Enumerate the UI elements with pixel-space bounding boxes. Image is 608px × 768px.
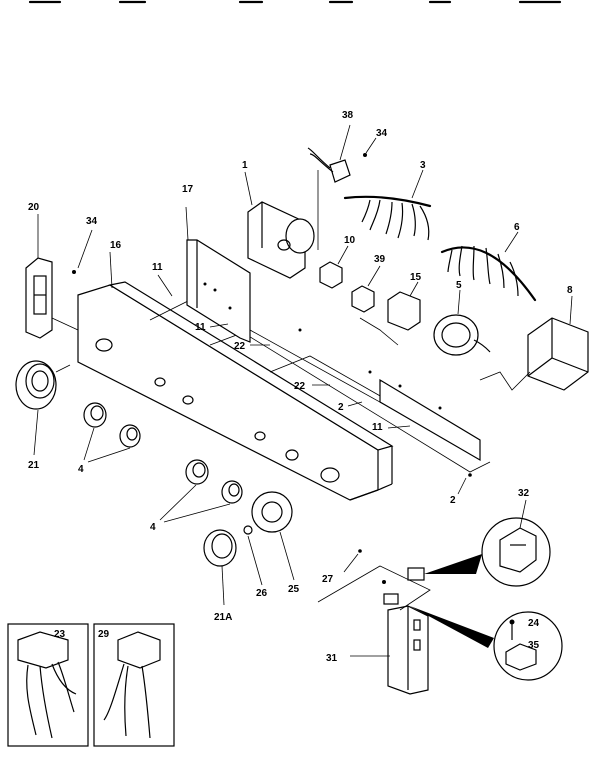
callout-17: 17: [182, 184, 194, 195]
callout-39: 39: [374, 254, 386, 265]
callout-4-lower: 4: [150, 522, 156, 533]
callout-2-right: 2: [450, 495, 456, 506]
callout-labels: 1 2 2 3 4 4 5 6 8 10 11 11 11 15 16 17 2…: [28, 110, 573, 664]
callout-6: 6: [514, 222, 520, 233]
bracket-31: [317, 554, 527, 695]
dial-25: [251, 491, 295, 581]
callout-11-right: 11: [372, 422, 383, 433]
callout-22-left: 22: [234, 341, 246, 352]
callout-34-top: 34: [376, 128, 388, 139]
callout-1: 1: [242, 160, 248, 171]
knobs-4-upper: [83, 402, 141, 463]
callout-31: 31: [326, 653, 338, 664]
detail-circle-32: [481, 499, 551, 587]
callout-34-left: 34: [86, 216, 98, 227]
switch-15: [359, 281, 421, 346]
detail-circle-35: [493, 611, 563, 681]
timer-motor: [247, 170, 319, 279]
knob-21A: [203, 525, 263, 606]
inset-box-23: [7, 623, 89, 747]
wiring-harness-6: [440, 231, 537, 302]
rear-bracket: [186, 239, 481, 462]
callout-21: 21: [28, 460, 40, 471]
knob-21: [15, 360, 71, 456]
callout-38: 38: [342, 110, 354, 121]
callout-27: 27: [322, 574, 334, 585]
callout-24: 24: [528, 618, 540, 629]
callout-2-mid: 2: [338, 402, 344, 413]
pressure-switch-5: [433, 289, 491, 356]
callout-25: 25: [288, 584, 300, 595]
switch-10: [319, 245, 349, 289]
inset-box-29: [93, 623, 175, 747]
callout-29: 29: [98, 629, 110, 640]
console-panel: [77, 281, 491, 501]
callout-32: 32: [518, 488, 530, 499]
callout-35: 35: [528, 640, 540, 651]
callout-26: 26: [256, 588, 268, 599]
callout-4-upper: 4: [78, 464, 84, 475]
callout-15: 15: [410, 272, 422, 283]
switch-box-8: [479, 295, 589, 391]
callout-21A: 21A: [214, 612, 232, 623]
harness-clip-38: [307, 124, 377, 183]
callout-11-mid: 11: [195, 322, 206, 333]
callout-10: 10: [344, 235, 356, 246]
wiring-harness-3: [343, 169, 432, 241]
leader-lines: [109, 171, 472, 573]
callout-20: 20: [28, 202, 40, 213]
callout-8: 8: [567, 285, 573, 296]
callout-23: 23: [54, 629, 66, 640]
switch-39: [351, 265, 381, 313]
callout-16: 16: [110, 240, 122, 251]
side-bracket-20: [25, 214, 93, 339]
knobs-4-lower: [159, 459, 243, 523]
callout-22-right: 22: [294, 381, 306, 392]
callout-3: 3: [420, 160, 426, 171]
callout-11-top: 11: [152, 262, 163, 273]
callout-5: 5: [456, 280, 462, 291]
